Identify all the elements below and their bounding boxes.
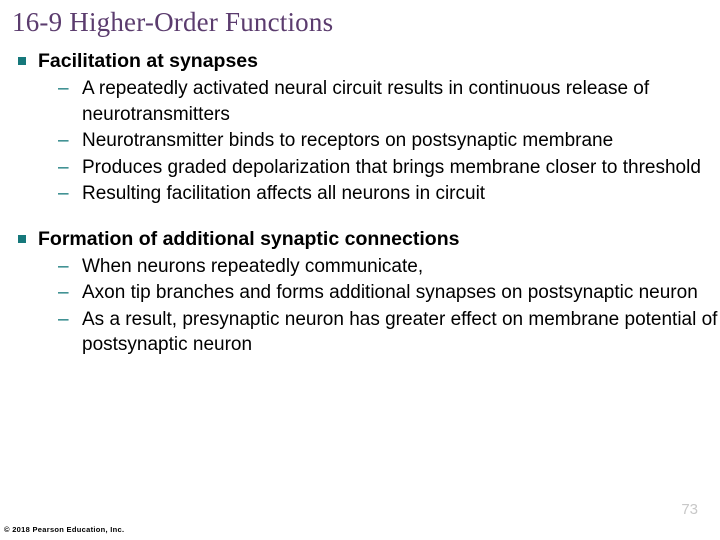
page-number: 73 bbox=[681, 501, 698, 518]
section-heading: Formation of additional synaptic connect… bbox=[0, 226, 720, 252]
list-item-label: As a result, presynaptic neuron has grea… bbox=[82, 308, 718, 356]
section-spacer bbox=[0, 208, 720, 226]
list-item-label: A repeatedly activated neural circuit re… bbox=[82, 78, 650, 125]
section-heading: Facilitation at synapses bbox=[0, 48, 720, 74]
list-item: – Resulting facilitation affects all neu… bbox=[0, 181, 720, 207]
dash-bullet-icon: – bbox=[58, 308, 69, 330]
square-bullet-icon bbox=[18, 234, 26, 243]
list-item: – As a result, presynaptic neuron has gr… bbox=[0, 307, 720, 358]
dash-bullet-icon: – bbox=[58, 255, 69, 277]
section-heading-label: Formation of additional synaptic connect… bbox=[38, 227, 460, 250]
dash-bullet-icon: – bbox=[58, 282, 69, 303]
list-item: – Axon tip branches and forms additional… bbox=[0, 280, 720, 306]
dash-bullet-icon: – bbox=[58, 183, 69, 204]
square-bullet-icon bbox=[18, 57, 26, 65]
dash-bullet-icon: – bbox=[58, 78, 69, 99]
page-title: 16-9 Higher-Order Functions bbox=[12, 7, 334, 37]
list-item-label: Neurotransmitter binds to receptors on p… bbox=[82, 130, 614, 151]
copyright-notice: © 2018 Pearson Education, Inc. bbox=[4, 525, 125, 534]
slide-body: Facilitation at synapses – A repeatedly … bbox=[0, 48, 720, 359]
list-item-label: When neurons repeatedly communicate, bbox=[82, 255, 424, 277]
list-item-label: Produces graded depolarization that brin… bbox=[82, 156, 701, 178]
list-item: – A repeatedly activated neural circuit … bbox=[0, 76, 720, 127]
list-item-label: Resulting facilitation affects all neuro… bbox=[82, 183, 486, 204]
dash-bullet-icon: – bbox=[58, 156, 69, 178]
list-item: – Neurotransmitter binds to receptors on… bbox=[0, 128, 720, 154]
section-heading-label: Facilitation at synapses bbox=[38, 50, 258, 72]
list-item: – Produces graded depolarization that br… bbox=[0, 155, 720, 181]
list-item-label: Axon tip branches and forms additional s… bbox=[82, 282, 698, 303]
dash-bullet-icon: – bbox=[58, 130, 69, 151]
list-item: – When neurons repeatedly communicate, bbox=[0, 254, 720, 280]
